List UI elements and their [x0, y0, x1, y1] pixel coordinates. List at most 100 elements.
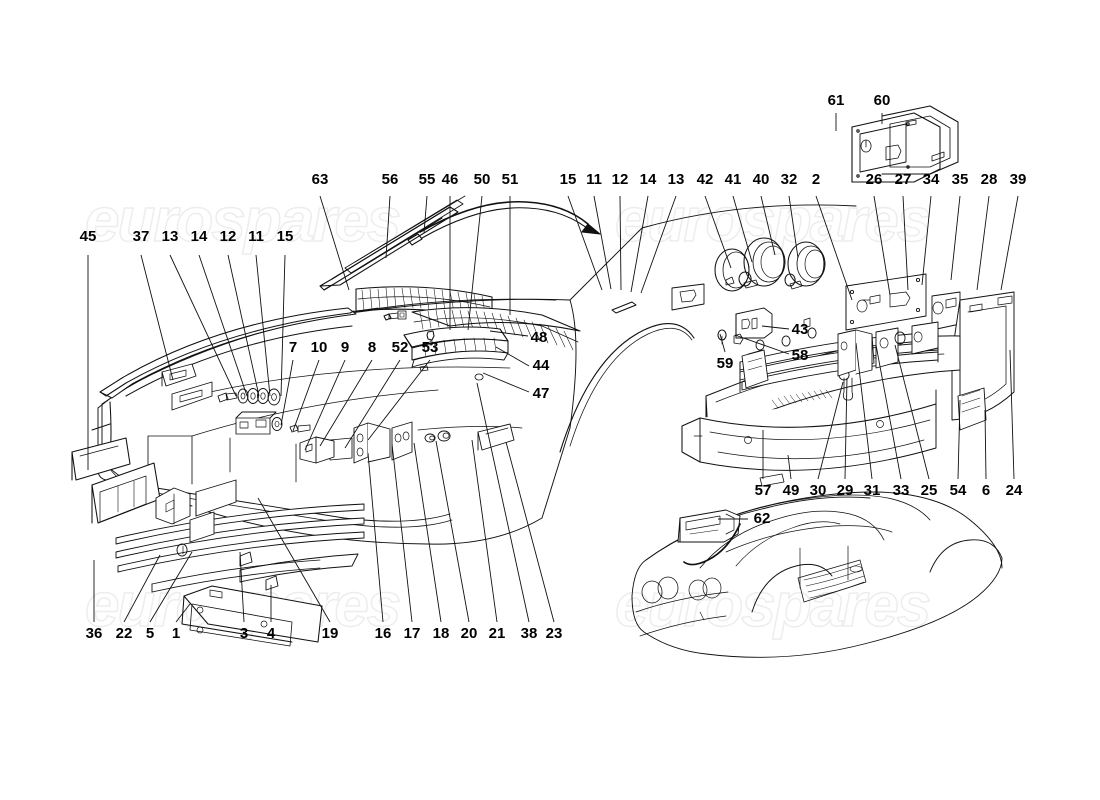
callout-leader-line	[319, 359, 373, 447]
part-right-brackets	[755, 317, 939, 377]
callout-number: 49	[782, 482, 800, 499]
callout-number: 35	[951, 171, 969, 188]
part-rear-bumper-bar	[71, 307, 523, 528]
callout-number: 56	[381, 171, 399, 188]
callout-leader-line	[257, 497, 331, 623]
callout-number: 15	[559, 171, 577, 188]
callout-number: 36	[85, 625, 103, 642]
callout-number: 18	[432, 625, 450, 642]
callout-leader-line	[976, 195, 990, 291]
callout-leader-line	[761, 325, 790, 330]
callout-number: 20	[460, 625, 478, 642]
part-fastener-row-left	[161, 363, 311, 435]
callout-leader-line	[140, 254, 174, 381]
callout-leader-line	[787, 454, 792, 480]
callout-leader-line	[957, 399, 961, 480]
callout-leader-line	[227, 254, 260, 397]
part-rear-panel-plates	[671, 273, 961, 331]
callout-leader-line	[391, 443, 413, 623]
callout-number: 63	[311, 171, 329, 188]
callout-number: 59	[716, 355, 734, 372]
part-plate-bracket-bottom	[181, 585, 323, 647]
callout-leader-line	[950, 195, 961, 281]
callout-leader-line	[367, 452, 384, 623]
callout-leader-line	[169, 254, 237, 397]
callout-leader-line	[413, 442, 442, 623]
callout-number: 5	[145, 625, 155, 642]
callout-number: 12	[219, 228, 237, 245]
callout-leader-line	[280, 254, 286, 397]
callout-number: 48	[530, 329, 548, 346]
callout-leader-line	[894, 344, 930, 480]
callout-number: 43	[791, 321, 809, 338]
callout-leader-line	[719, 333, 726, 353]
callout-leader-line	[817, 381, 844, 480]
part-62-handle	[677, 509, 741, 566]
callout-number: 12	[611, 171, 629, 188]
callout-number: 24	[1005, 482, 1023, 499]
callout-leader-line	[292, 359, 320, 432]
callout-leader-line	[467, 195, 483, 331]
callout-number: 19	[321, 625, 339, 642]
callout-leader-line	[123, 554, 161, 623]
callout-leader-line	[704, 195, 732, 269]
part-upper-trim-strips	[319, 195, 601, 291]
callout-leader-line	[844, 377, 848, 480]
callout-number: 50	[473, 171, 491, 188]
callout-number: 21	[488, 625, 506, 642]
callout-number: 40	[752, 171, 770, 188]
callout-leader-line	[149, 551, 193, 623]
callout-number: 23	[545, 625, 563, 642]
callout-number: 33	[892, 482, 910, 499]
callout-number: 46	[441, 171, 459, 188]
callout-leader-line	[760, 195, 776, 256]
callout-number: 9	[340, 339, 350, 356]
callout-leader-line	[921, 195, 932, 286]
callout-leader-line	[630, 195, 649, 293]
callout-number: 1	[171, 625, 181, 642]
callout-number: 39	[1009, 171, 1027, 188]
callout-leader-line	[175, 603, 191, 623]
callout-number: 52	[391, 339, 409, 356]
callout-leader-line	[239, 551, 245, 623]
callout-leader-line	[593, 195, 612, 290]
callout-leader-line	[619, 195, 622, 291]
callout-number: 22	[115, 625, 133, 642]
callout-leader-line	[255, 254, 271, 397]
callout-number: 45	[79, 228, 97, 245]
callout-number: 47	[532, 385, 550, 402]
callout-leader-line	[1000, 195, 1019, 291]
callout-leader-line	[344, 359, 401, 449]
callout-leader-line	[476, 382, 530, 623]
callout-number: 25	[920, 482, 938, 499]
callout-leader-line	[902, 195, 909, 291]
callout-number: 15	[276, 228, 294, 245]
callout-number: 17	[403, 625, 421, 642]
callout-number: 11	[586, 171, 602, 188]
callout-number: 38	[520, 625, 538, 642]
callout-leader-line	[489, 330, 529, 337]
callout-leader-line	[423, 195, 428, 234]
callout-leader-line	[1009, 349, 1015, 480]
callout-leader-line	[319, 195, 350, 291]
part-lower-grille-support	[403, 301, 637, 381]
callout-number: 30	[809, 482, 827, 499]
part-rear-lamps	[714, 237, 826, 292]
callout-number: 34	[922, 171, 940, 188]
callout-number: 61	[827, 92, 845, 109]
callout-number: 60	[873, 92, 891, 109]
callout-number: 58	[791, 347, 809, 364]
callout-leader-line	[505, 441, 555, 623]
callout-number: 54	[949, 482, 967, 499]
callout-leader-line	[815, 195, 853, 301]
callout-number: 57	[754, 482, 772, 499]
callout-number: 31	[863, 482, 881, 499]
callout-number: 37	[132, 228, 150, 245]
callout-number: 55	[418, 171, 436, 188]
callout-number: 29	[836, 482, 854, 499]
callout-number: 32	[780, 171, 798, 188]
callout-leader-line	[435, 440, 470, 623]
callout-number: 44	[532, 357, 550, 374]
